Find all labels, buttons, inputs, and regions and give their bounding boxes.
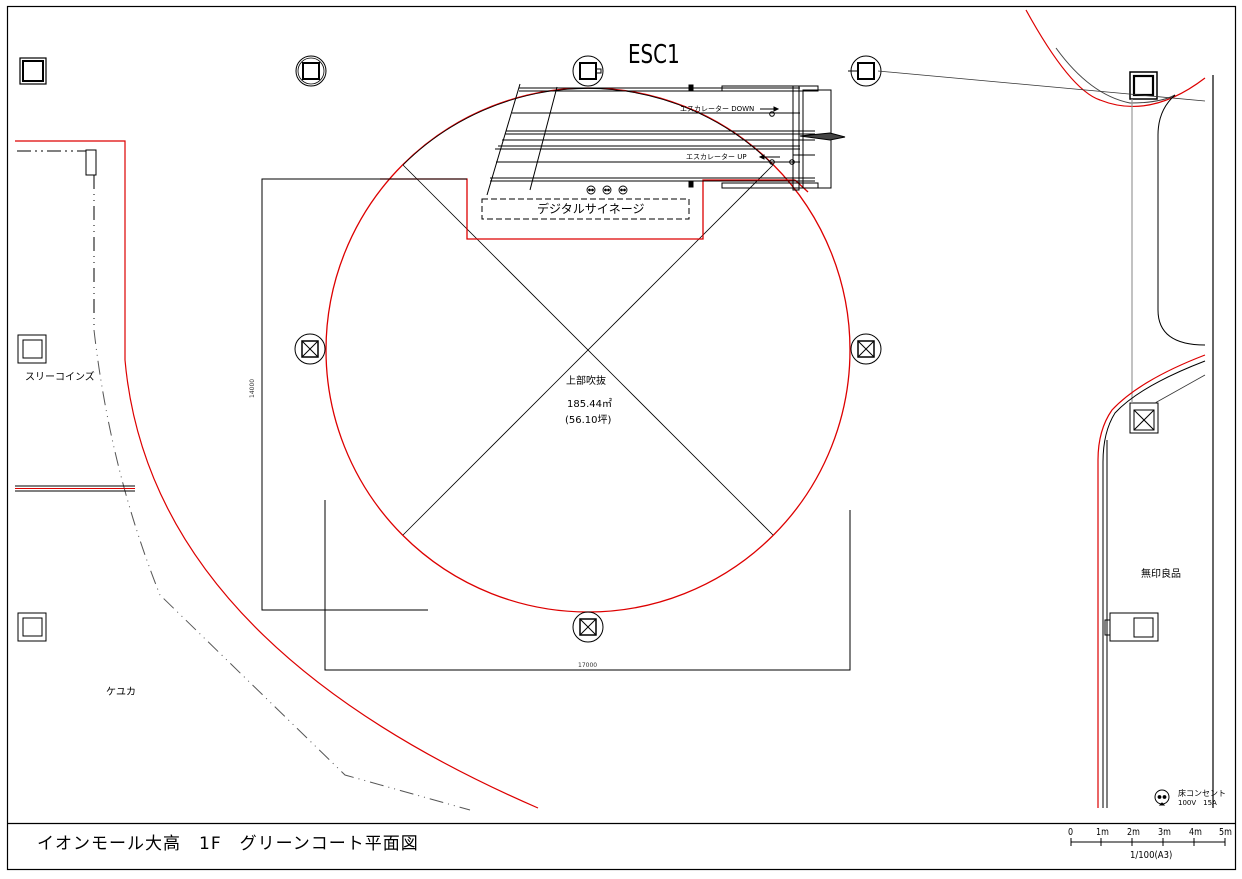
void-circle-top	[402, 88, 774, 166]
dim-line-vertical	[261, 178, 467, 611]
drawing-title: イオンモール大高 1F グリーンコート平面図	[37, 834, 419, 854]
void-area-m2: 185.44㎡	[567, 399, 612, 410]
left-walls	[15, 140, 539, 811]
scale-tick-4: 4m	[1189, 827, 1202, 838]
sheet-frame	[6, 5, 1237, 871]
scale-ratio: 1/100(A3)	[1130, 850, 1173, 861]
store-label-3coins: スリーコインズ	[25, 372, 95, 383]
void-diagonal-2	[402, 164, 774, 536]
dimension-vertical: 14000	[249, 378, 256, 398]
scale-tick-5: 5m	[1219, 827, 1232, 838]
dimension-horizontal: 17000	[578, 662, 598, 669]
digital-signage-label: デジタルサイネージ	[537, 202, 645, 216]
legend-outlet-label: 床コンセント	[1178, 789, 1226, 798]
legend-outlet-spec: 100V 15A	[1178, 799, 1217, 807]
escalator-id-label: ESC1	[628, 40, 680, 70]
escalator-down-label: エスカレーター DOWN	[680, 105, 755, 113]
store-label-keyuca: ケユカ	[106, 687, 136, 698]
scale-bar	[1070, 838, 1226, 846]
column-symbols	[17, 55, 1159, 643]
dim-line-horizontal	[324, 500, 851, 671]
right-walls	[877, 9, 1214, 808]
void-label: 上部吹抜	[566, 376, 606, 387]
store-label-muji: 無印良品	[1141, 569, 1181, 580]
floor-outlet-icons	[586, 185, 628, 195]
escalator-esc1	[486, 83, 846, 196]
legend-outlet-icon	[1154, 789, 1170, 806]
digital-signage-box	[481, 198, 690, 220]
scale-tick-1: 1m	[1096, 827, 1109, 838]
scale-tick-2: 2m	[1127, 827, 1140, 838]
escalator-up-label: エスカレーター UP	[686, 153, 747, 161]
void-area-tsubo: (56.10坪)	[565, 415, 612, 426]
scale-tick-3: 3m	[1158, 827, 1171, 838]
scale-tick-0: 0	[1068, 827, 1074, 838]
